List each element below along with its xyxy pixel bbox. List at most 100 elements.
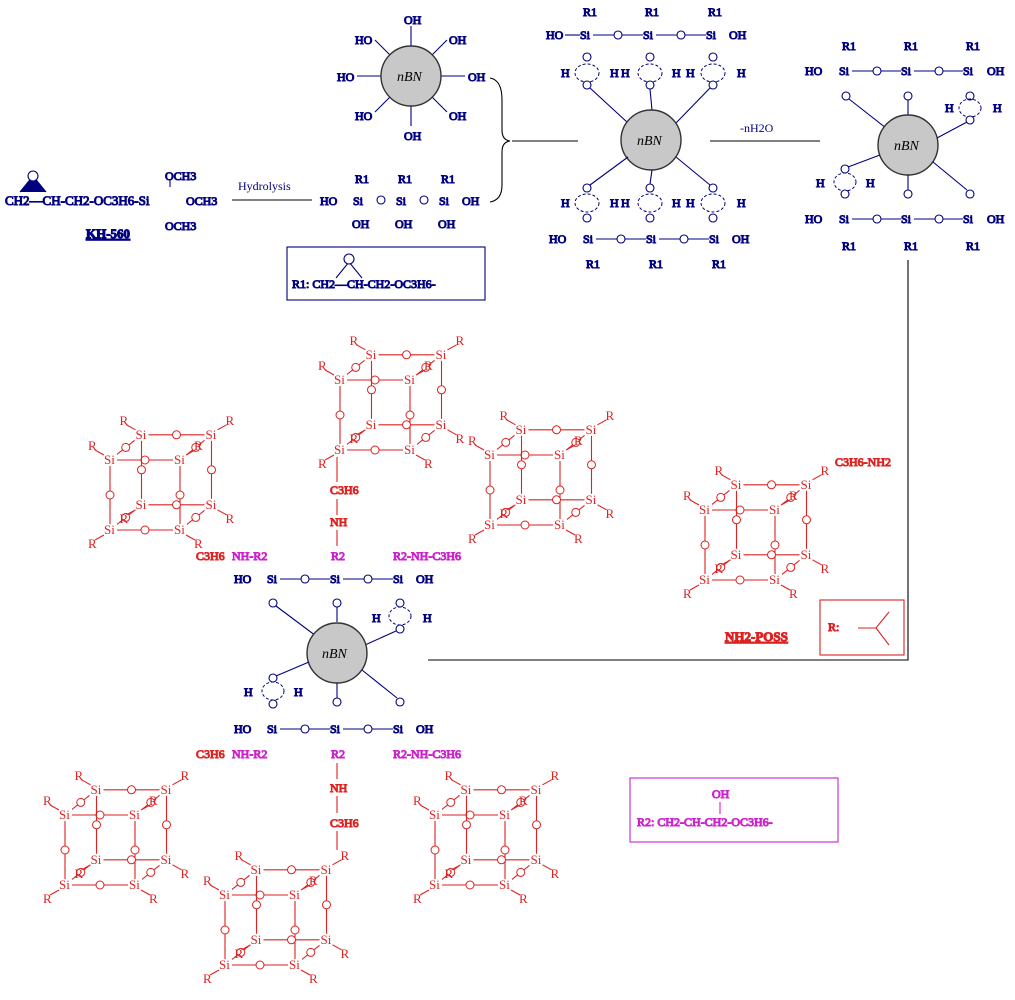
cage-si: Si: [129, 807, 140, 822]
cage-oxygen: [130, 845, 140, 855]
h-atom: H: [561, 66, 570, 80]
r1-label: R1: [904, 39, 918, 53]
cage-r: R: [551, 768, 560, 783]
cage-r: R: [235, 946, 244, 961]
cage-r: R: [235, 848, 244, 863]
cage-r: R: [413, 793, 422, 808]
cage-oxygen: [786, 562, 796, 572]
r2-definition-box: OH R2: CH2-CH-CH2-OC3H6-: [629, 777, 839, 843]
cage-si: Si: [334, 372, 345, 387]
cage-si-bg: [173, 454, 187, 466]
oh-end: OH: [416, 572, 434, 586]
cage-si-bg: [173, 524, 187, 536]
cage-r: R: [715, 463, 724, 478]
cage-oxygen: [121, 512, 131, 522]
si-atom: Si: [330, 722, 341, 736]
r-definition-box: R:: [819, 599, 905, 656]
cage-r: R: [519, 891, 528, 906]
cage-oxygen: [532, 820, 541, 830]
cage-oxygen: [287, 865, 296, 875]
cage-oxygen: [770, 540, 780, 550]
ho-end: HO: [805, 64, 823, 78]
cage-si: Si: [769, 572, 780, 587]
r1-label: R1: [966, 39, 980, 53]
linker-c3h6: C3H6: [196, 747, 225, 761]
cage-r: R: [350, 333, 359, 348]
cage-si-bg: [498, 879, 512, 891]
cage-r: R: [309, 971, 318, 986]
cage-r: R: [88, 536, 97, 551]
cage-oxygen: [402, 420, 411, 430]
cage-si: Si: [136, 497, 147, 512]
ho-end: HO: [549, 232, 567, 246]
cage-r: R: [203, 971, 212, 986]
cage-oxygen: [370, 445, 380, 455]
cage-oxygen: [306, 877, 316, 887]
cage-r-bond: [415, 454, 426, 461]
cage-si-bg: [698, 504, 712, 516]
cage-r-bond: [812, 559, 822, 566]
cage-oxygen: [140, 455, 150, 465]
cage-si: Si: [129, 877, 140, 892]
cage-r: R: [203, 873, 212, 888]
silane-si-3: Si: [439, 194, 450, 208]
h-atom: H: [686, 66, 695, 80]
cage-r: R: [519, 793, 528, 808]
cage-oxygen: [571, 437, 581, 447]
linker-upper-right: R2-NH-C3H6: [393, 549, 461, 563]
cage-r-bond: [451, 864, 461, 871]
cage-r-bond: [474, 529, 485, 536]
cage-oxygen: [462, 820, 471, 830]
cage-r: R: [424, 358, 433, 373]
cage-si-bg: [698, 574, 712, 586]
cage-si-bg: [364, 348, 379, 361]
linker-c3h6: C3H6: [330, 816, 359, 830]
cage-r-bond: [241, 944, 251, 951]
cage-si-bg: [134, 498, 149, 511]
h-atom: H: [945, 101, 954, 115]
cage-r-bond: [49, 889, 60, 896]
cage-oxygen: [127, 785, 136, 795]
cage-si-bg: [584, 493, 599, 506]
cage-oxygen: [175, 490, 185, 500]
cage-si-bg: [434, 418, 449, 431]
cage-si: Si: [531, 782, 542, 797]
cage-si-bg: [459, 853, 474, 866]
cage-oxygen: [367, 385, 376, 395]
cage-si: Si: [174, 452, 185, 467]
r2-oh: OH: [712, 787, 730, 801]
cage-si-bg: [768, 504, 782, 516]
cage-oxygen: [516, 867, 526, 877]
cage-r: R: [789, 488, 798, 503]
r1-label: R1: [712, 257, 726, 271]
cage-r-bond: [324, 369, 335, 376]
cage-r-bond: [542, 864, 552, 871]
oh-end: OH: [987, 64, 1005, 78]
cage-si: Si: [91, 782, 102, 797]
cage-r: R: [181, 866, 190, 881]
cage-si: Si: [334, 442, 345, 457]
cage-r-bond: [241, 859, 251, 866]
h-atom: H: [372, 611, 381, 625]
cage-oxygen: [716, 492, 726, 502]
poss-cages: SiRSiRSiRSiRSiRSiRSiRSiRSiRSiRSiRSiRSiRS…: [43, 333, 615, 986]
cage-r-bond: [140, 804, 151, 811]
cage-oxygen: [137, 465, 146, 475]
nbn-hbonded-intermediate: R1 R1 R1 HO Si Si Si OH H H H H H H nBN: [546, 5, 751, 272]
linker-nh: NH: [330, 515, 348, 529]
cage-r: R: [120, 511, 129, 526]
cage-si-bg: [434, 348, 449, 361]
cage-si: Si: [554, 447, 565, 462]
oh-group: HO: [337, 70, 355, 84]
hydrolysis-label: Hydrolysis: [238, 179, 291, 193]
h-atom: H: [621, 66, 630, 80]
cage-oxygen: [255, 960, 265, 970]
cage-oxygen: [252, 900, 261, 910]
cage-r-bond: [597, 504, 607, 511]
cage-r-bond: [217, 424, 227, 431]
cage-r: R: [149, 793, 158, 808]
cage-r: R: [821, 463, 830, 478]
